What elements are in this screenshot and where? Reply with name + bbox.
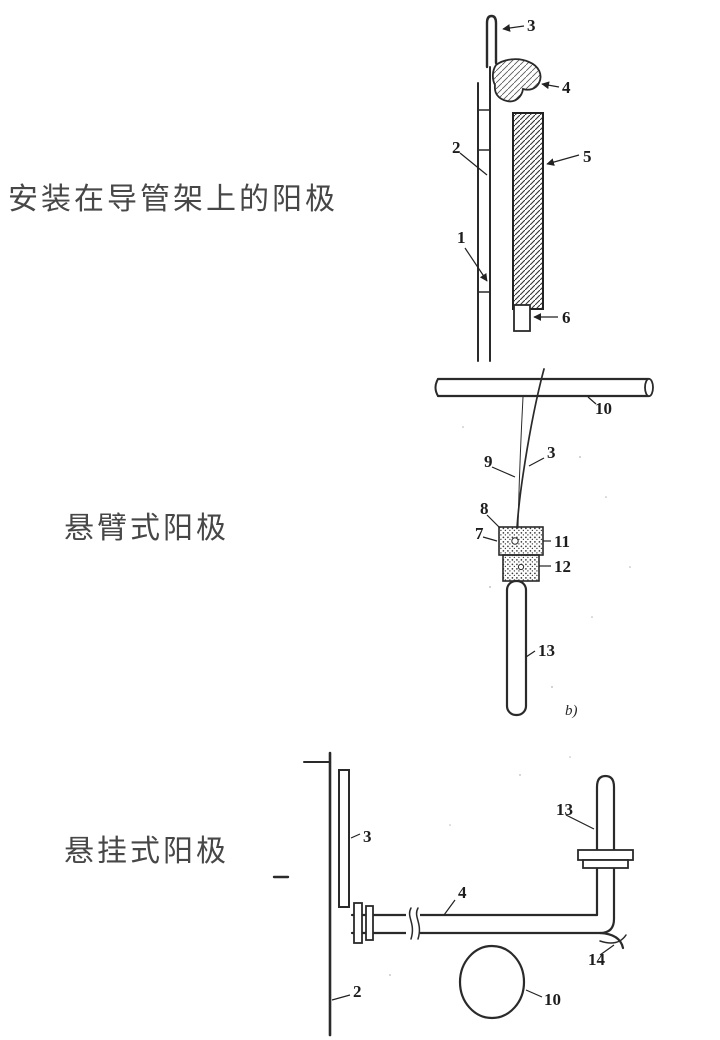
callout-5: 5 bbox=[583, 147, 592, 166]
bottom-strap bbox=[513, 304, 531, 332]
callout-10: 10 bbox=[544, 990, 561, 1009]
callout-8: 8 bbox=[480, 499, 489, 518]
callout-7: 7 bbox=[475, 524, 484, 543]
callout-1: 1 bbox=[457, 228, 466, 247]
callout-3: 3 bbox=[527, 16, 536, 35]
pipe-flange bbox=[577, 849, 634, 869]
callout-9: 9 bbox=[484, 452, 493, 471]
callout-2: 2 bbox=[353, 982, 362, 1001]
section-title-suspended-anode: 悬挂式阳极 bbox=[64, 835, 229, 868]
left-coupling bbox=[353, 902, 374, 944]
callout-13: 13 bbox=[538, 641, 555, 660]
callout-13: 13 bbox=[556, 800, 573, 819]
connector-block bbox=[498, 526, 544, 582]
anode-body bbox=[512, 112, 544, 310]
top-tube bbox=[485, 14, 498, 69]
flat-bar-anode bbox=[338, 769, 350, 908]
clamp-bracket bbox=[491, 58, 542, 103]
hanging-cable bbox=[516, 368, 545, 529]
figure-suspended-anode: 3 13 4 14 2 10 bbox=[272, 751, 634, 1037]
figure-cantilever-anode: 10 9 3 8 7 11 12 13 b) bbox=[434, 368, 654, 719]
callout-2: 2 bbox=[452, 138, 461, 157]
support-pipe bbox=[434, 377, 654, 398]
callout-4: 4 bbox=[562, 78, 571, 97]
callout-11: 11 bbox=[554, 532, 570, 551]
holder-pipe bbox=[595, 774, 627, 944]
callout-14: 14 bbox=[588, 950, 606, 969]
callout-3: 3 bbox=[363, 827, 372, 846]
callout-4: 4 bbox=[458, 883, 467, 902]
horizontal-pipe bbox=[350, 907, 625, 950]
callout-12: 12 bbox=[554, 557, 571, 576]
callout-6: 6 bbox=[562, 308, 571, 327]
scan-noise bbox=[462, 426, 631, 688]
structure-wall bbox=[272, 751, 332, 1037]
leader-lines bbox=[459, 24, 580, 321]
callout-3: 3 bbox=[547, 443, 556, 462]
leader-lines bbox=[482, 396, 597, 658]
leader-lines bbox=[331, 814, 615, 1001]
figure-jacket-anode: 3 4 2 5 1 6 bbox=[452, 14, 592, 362]
section-title-jacket-anode: 安装在导管架上的阳极 bbox=[8, 183, 338, 216]
subfigure-label: b) bbox=[565, 703, 578, 719]
scan-noise bbox=[389, 756, 571, 976]
weight-ellipse bbox=[458, 944, 526, 1020]
callout-10: 10 bbox=[595, 399, 612, 418]
anode-rod bbox=[505, 579, 528, 717]
jacket-leg bbox=[477, 66, 491, 362]
section-title-cantilever-anode: 悬臂式阳极 bbox=[64, 512, 229, 545]
